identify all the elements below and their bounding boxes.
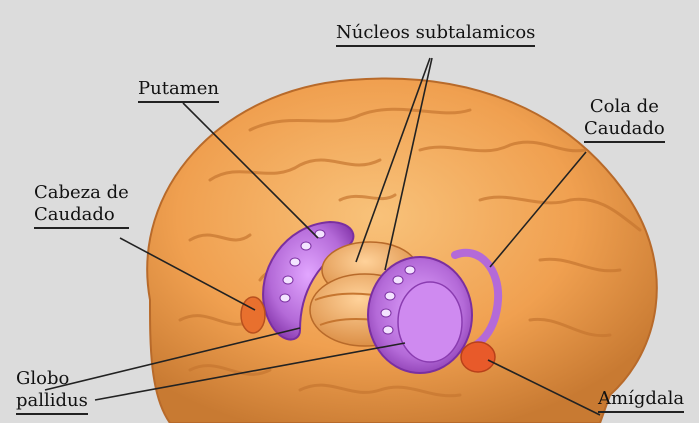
label-globo-line2: pallidus: [16, 390, 88, 415]
label-cabeza-line1: Cabeza de: [34, 182, 129, 204]
label-cola-de-caudado: Cola de Caudado: [584, 96, 665, 143]
label-putamen: Putamen: [138, 78, 219, 103]
amygdala-shape: [461, 342, 495, 372]
label-nucleos-subtalamicos: Núcleos subtalamicos: [336, 22, 535, 47]
label-cabeza-de-caudado: Cabeza de Caudado: [34, 182, 129, 229]
label-globo-line1: Globo: [16, 368, 88, 390]
label-cola-line1: Cola de: [584, 96, 665, 118]
label-amigdala: Amígdala: [598, 388, 684, 413]
caudate-head-shape: [241, 297, 265, 333]
label-globo-pallidus: Globo pallidus: [16, 368, 88, 415]
label-cabeza-line2: Caudado: [34, 204, 129, 229]
globus-pallidus-core: [398, 282, 462, 362]
label-cola-line2: Caudado: [584, 118, 665, 143]
